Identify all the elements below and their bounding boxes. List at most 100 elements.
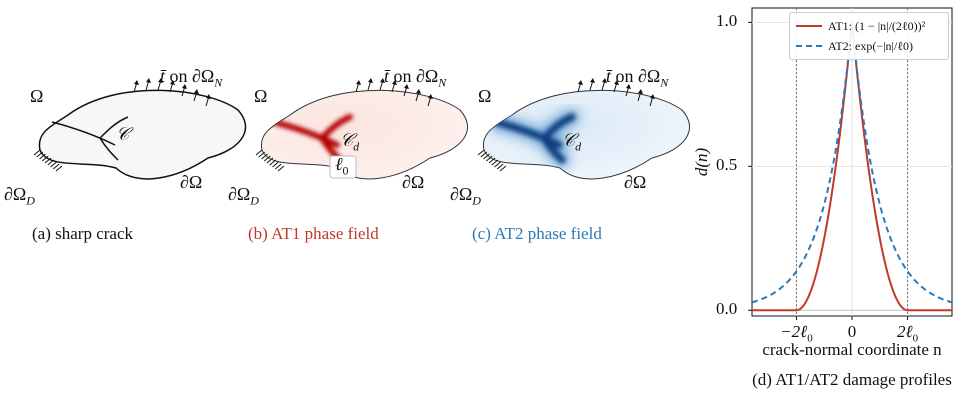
chart-y-axis-label: d(n) (692, 147, 712, 177)
dirichlet-hatch-mark (496, 163, 504, 170)
dirichlet-hatch-mark (491, 159, 499, 166)
traction-arrow (181, 84, 187, 97)
panel-b-length-symbol: ℓ (335, 154, 343, 174)
x-tick-label: −2ℓ0 (780, 322, 813, 344)
panel-b-boundary-label: ∂Ω (402, 172, 425, 192)
x-tick-label: 2ℓ0 (897, 322, 918, 344)
legend-label-at1: AT1: (1 − |n|/(2ℓ0))² (828, 18, 926, 33)
dirichlet-hatch-mark (494, 161, 501, 168)
panel-c-crack-symbol: 𝒞 (562, 130, 576, 150)
dirichlet-hatch-mark (269, 159, 277, 166)
panel-c-crack-branch2 (540, 134, 566, 164)
panel-c (477, 78, 691, 180)
panel-c-traction-sub: N (660, 75, 669, 90)
panel-b-caption: (b) AT1 phase field (248, 224, 379, 243)
traction-arrow (577, 80, 583, 93)
dirichlet-hatch-mark (272, 161, 279, 168)
panel-c-crack-sub: d (575, 139, 582, 154)
dirichlet-hatch-mark (485, 155, 493, 162)
panel-c-traction-on: on ∂Ω (615, 66, 661, 86)
panel-b-dirichlet-label: ∂ΩD (228, 184, 259, 209)
legend-label-at2: AT2: exp(−|n|/ℓ0) (828, 38, 913, 53)
dirichlet-hatch-mark (261, 153, 268, 160)
panel-b-crack-symbol: 𝒞 (340, 130, 354, 150)
traction-arrow (613, 80, 619, 93)
panel-a-dirichlet-sub: D (26, 193, 35, 208)
panel-a-traction-label: t̄ on ∂ΩN (160, 66, 222, 91)
chart-legend: AT1: (1 − |n|/(2ℓ0))² AT2: exp(−|n|/ℓ0) (789, 12, 949, 60)
traction-arrow (193, 89, 199, 102)
panel-c-dirichlet-sub: D (472, 193, 481, 208)
dirichlet-hatch-mark (50, 161, 57, 168)
dirichlet-hatch-mark (480, 151, 488, 158)
legend-item-at1: AT1: (1 − |n|/(2ℓ0))² (796, 17, 925, 35)
legend-item-at2: AT2: exp(−|n|/ℓ0) (796, 37, 913, 55)
panel-c-omega-label: Ω (478, 86, 492, 106)
traction-arrow (355, 80, 361, 93)
traction-arrow (589, 78, 595, 91)
dirichlet-hatch-mark (33, 149, 41, 156)
panel-d-caption: (d) AT1/AT2 damage profiles (752, 370, 952, 389)
panel-a (33, 78, 247, 180)
panel-b-length-sub: 0 (342, 163, 349, 178)
traction-arrow (169, 80, 175, 93)
x-tick-label-sub: 0 (912, 332, 919, 345)
panel-a-dirichlet-label: ∂ΩD (4, 184, 35, 209)
panel-c-hatch (477, 149, 507, 172)
x-tick-label: 0 (848, 322, 857, 342)
panel-c-dirichlet-symbol: ∂Ω (450, 184, 473, 204)
panel-b (255, 78, 469, 180)
panel-b-traction-sub: N (438, 75, 447, 90)
legend-swatch-at1 (796, 25, 822, 27)
panel-c-arrows (577, 78, 655, 107)
panel-b-omega-label: Ω (254, 86, 268, 106)
traction-arrow (205, 94, 211, 107)
traction-arrow (625, 84, 631, 97)
dirichlet-hatch-mark (36, 151, 44, 158)
panel-b-hatch (255, 149, 285, 172)
panel-b-crack-sub: d (353, 139, 360, 154)
dirichlet-hatch-mark (52, 163, 60, 170)
y-tick-label: 1.0 (716, 11, 738, 31)
dirichlet-hatch-mark (255, 149, 263, 156)
dirichlet-hatch-mark (39, 153, 46, 160)
panel-b-traction-symbol: t̄ (384, 66, 390, 86)
dirichlet-hatch-mark (41, 155, 49, 162)
panel-a-traction-sub: N (214, 75, 223, 90)
panel-c-boundary-label: ∂Ω (624, 172, 647, 192)
traction-arrow (403, 84, 409, 97)
panel-a-domain (38, 89, 247, 180)
dirichlet-hatch-mark (277, 165, 285, 172)
panel-b-dirichlet-symbol: ∂Ω (228, 184, 251, 204)
panel-b-crack-label: 𝒞d (340, 130, 359, 155)
traction-arrow (145, 78, 151, 91)
panel-a-crack (51, 121, 116, 146)
traction-arrow (427, 94, 433, 107)
panel-b-traction-on: on ∂Ω (393, 66, 439, 86)
traction-arrow (157, 78, 163, 91)
panel-a-crack-branch2 (99, 137, 119, 161)
legend-swatch-at2 (796, 45, 822, 47)
panel-a-boundary-label: ∂Ω (180, 172, 203, 192)
dirichlet-hatch-mark (55, 165, 63, 172)
traction-arrow (379, 78, 385, 91)
y-tick-label: 0.5 (716, 155, 738, 175)
dirichlet-hatch-mark (266, 157, 274, 164)
dirichlet-hatch-mark (483, 153, 490, 160)
dirichlet-hatch-mark (477, 149, 485, 156)
panel-c-traction-symbol: t̄ (606, 66, 612, 86)
dirichlet-hatch-mark (47, 159, 55, 166)
panel-a-crack-branch1 (99, 116, 129, 139)
panel-a-traction-on: on ∂Ω (169, 66, 215, 86)
panel-a-omega-label: Ω (30, 86, 44, 106)
panel-c-crack-field (492, 118, 563, 149)
panel-c-caption: (c) AT2 phase field (472, 224, 602, 243)
panel-b-arrows (355, 78, 433, 107)
panel-b-dirichlet-sub: D (250, 193, 259, 208)
x-tick-label-text: −2ℓ (780, 322, 808, 341)
panel-a-arrows (133, 78, 211, 107)
traction-arrow (649, 94, 655, 107)
panel-b-length-label: ℓ0 (335, 154, 349, 179)
traction-arrow (415, 89, 421, 102)
